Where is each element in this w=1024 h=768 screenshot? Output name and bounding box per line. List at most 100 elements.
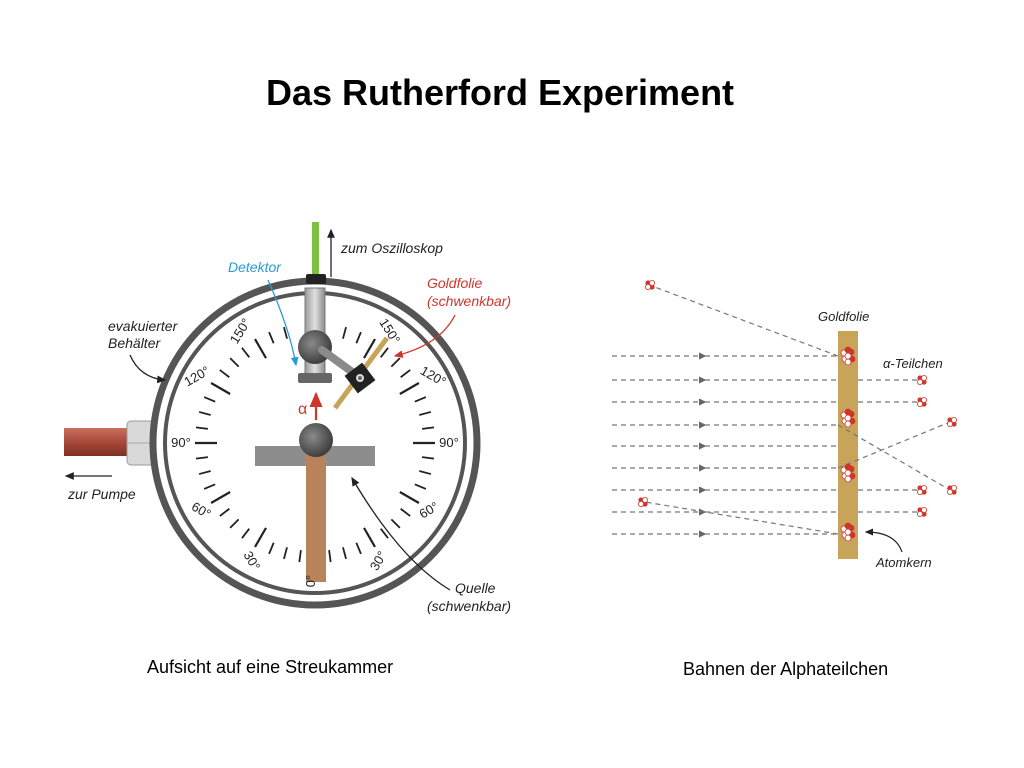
angle-tick <box>400 508 411 517</box>
nucleon <box>844 414 852 422</box>
angle-tick <box>419 411 432 416</box>
goldfoil-label-1: Goldfolie <box>427 275 482 291</box>
angle-label-90-right: 90° <box>439 435 459 450</box>
neutron <box>921 484 928 491</box>
neutron <box>917 510 924 517</box>
alpha-trajectories <box>612 285 951 538</box>
neutron <box>917 378 924 385</box>
detector-knob <box>298 330 332 364</box>
angle-tick <box>210 491 231 504</box>
angle-tick <box>268 331 275 344</box>
deflected-path <box>837 424 951 491</box>
atom-nucleus <box>840 522 856 542</box>
angle-tick <box>414 483 427 490</box>
pump-label: zur Pumpe <box>67 486 136 502</box>
neutron <box>921 396 928 403</box>
source-label-1: Quelle <box>455 580 496 596</box>
backscattered-path <box>644 501 839 535</box>
atom-nuclei <box>840 346 856 542</box>
angle-tick <box>219 508 230 517</box>
atom-nucleus <box>840 346 856 366</box>
nucleon <box>844 475 852 483</box>
angle-tick <box>203 483 216 490</box>
atom-nucleus <box>840 463 856 483</box>
alpha-particle <box>917 506 928 517</box>
source-pointer <box>351 476 451 591</box>
neutron <box>947 488 954 495</box>
angle-tick <box>283 547 288 560</box>
angle-tick <box>195 426 209 430</box>
oscilloscope-label: zum Oszilloskop <box>340 240 443 256</box>
nucleon <box>844 528 852 536</box>
nucleon <box>844 352 852 360</box>
alpha-particle <box>917 484 928 495</box>
angle-tick <box>421 456 435 460</box>
angle-tick <box>283 326 288 339</box>
angle-tick <box>400 369 411 378</box>
angle-tick <box>268 542 275 555</box>
backscattered-path <box>651 285 839 357</box>
scattering-chamber: α zum Oszilloskop Detektor Goldfolie (sc… <box>64 222 511 614</box>
slide-title: Das Rutherford Experiment <box>265 72 735 113</box>
neutron <box>951 484 958 491</box>
angle-tick <box>198 470 211 475</box>
neutron <box>921 374 928 381</box>
angle-tick <box>195 456 209 460</box>
angle-tick <box>399 382 420 395</box>
angle-scale <box>195 326 435 563</box>
neutron <box>917 488 924 495</box>
nucleon <box>844 463 852 471</box>
angle-tick <box>203 396 216 403</box>
angle-tick <box>298 549 302 563</box>
goldfoil-pointer <box>393 314 456 358</box>
goldfoil-label-right: Goldfolie <box>818 309 869 324</box>
angle-tick <box>390 357 401 368</box>
angle-tick <box>254 527 267 548</box>
angle-tick <box>229 357 240 368</box>
angle-tick <box>229 518 240 529</box>
container-label-1: evakuierter <box>108 318 179 334</box>
angle-label-0: 0° <box>303 575 318 587</box>
alpha-label: α <box>298 401 307 418</box>
alpha-particle <box>638 496 649 507</box>
nucleon <box>844 469 852 477</box>
goldfoil-strip-right <box>838 331 858 559</box>
alpha-particle <box>645 279 656 290</box>
container-label-2: Behälter <box>108 335 161 351</box>
angle-tick <box>363 338 376 359</box>
left-figure-caption: Aufsicht auf eine Streukammer <box>147 657 394 677</box>
angle-tick <box>342 326 347 339</box>
angle-tick <box>241 347 250 358</box>
atom-nucleus <box>840 408 856 428</box>
source-knob <box>299 423 333 457</box>
alpha-particle <box>947 416 958 427</box>
angle-tick <box>198 411 211 416</box>
alpha-particle <box>917 396 928 407</box>
nucleon <box>844 358 852 366</box>
detector-pointer <box>267 279 299 367</box>
neutron <box>921 506 928 513</box>
angle-tick <box>342 547 347 560</box>
source-label-2: (schwenkbar) <box>427 598 511 614</box>
nucleon <box>844 534 852 542</box>
neutron <box>947 420 954 427</box>
angle-tick <box>399 491 420 504</box>
neutron <box>917 400 924 407</box>
angle-tick <box>380 347 389 358</box>
alpha-particle-markers <box>638 279 958 517</box>
detector-label: Detektor <box>228 259 282 275</box>
pump-pipe <box>64 428 132 456</box>
nucleon <box>844 522 852 530</box>
angle-label-90-left: 90° <box>171 435 191 450</box>
nucleus-pointer <box>864 528 903 553</box>
neutron <box>649 279 656 286</box>
alpha-particle <box>947 484 958 495</box>
nucleon <box>844 408 852 416</box>
container-pointer <box>129 354 167 384</box>
nucleon <box>844 346 852 354</box>
angle-tick <box>254 338 267 359</box>
nucleon <box>844 420 852 428</box>
angle-tick <box>241 528 250 539</box>
nucleus-label: Atomkern <box>875 555 932 570</box>
